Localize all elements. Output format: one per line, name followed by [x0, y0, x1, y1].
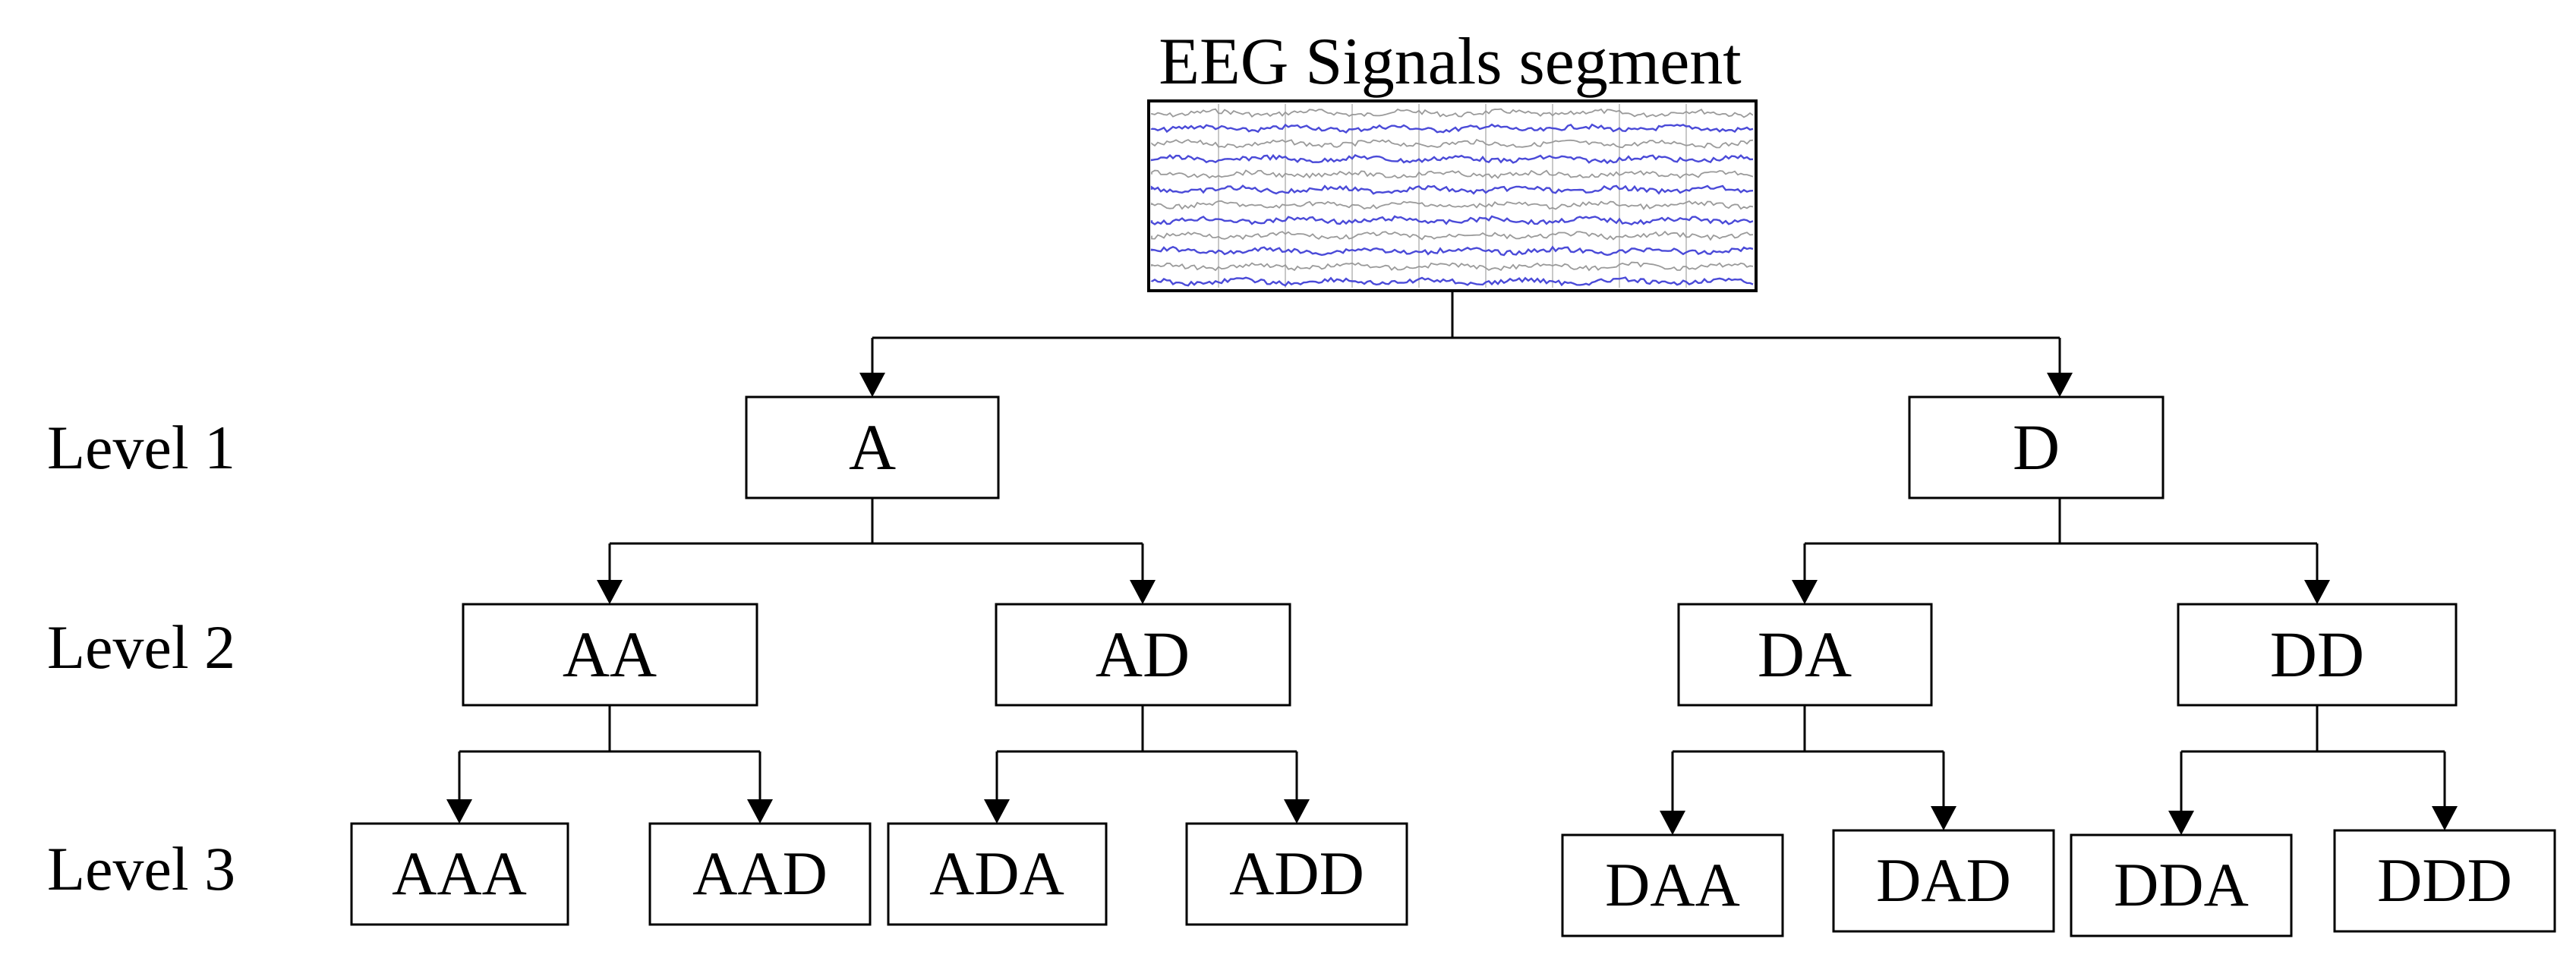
- svg-text:DA: DA: [1758, 618, 1852, 691]
- eeg-signal-image: [1147, 99, 1758, 292]
- svg-text:AAD: AAD: [692, 839, 828, 908]
- node-ad: AD: [995, 603, 1291, 707]
- eeg-trace: [1150, 184, 1754, 195]
- diagram-title: EEG Signals segment: [1159, 25, 1741, 99]
- arrowhead: [2047, 373, 2073, 397]
- arrowhead: [446, 799, 472, 824]
- arrowhead: [1792, 580, 1818, 604]
- node-d: D: [1908, 395, 2165, 499]
- svg-text:DD: DD: [2270, 618, 2364, 691]
- svg-text:AA: AA: [563, 618, 657, 691]
- svg-text:DDA: DDA: [2114, 850, 2249, 919]
- arrowhead: [984, 799, 1010, 824]
- arrowhead: [1660, 811, 1685, 835]
- node-dad: DAD: [1832, 829, 2055, 933]
- eeg-trace: [1151, 169, 1754, 179]
- svg-text:AAA: AAA: [392, 839, 527, 908]
- svg-text:DDD: DDD: [2377, 846, 2512, 915]
- svg-text:ADD: ADD: [1229, 839, 1364, 908]
- svg-text:DAD: DAD: [1876, 846, 2011, 915]
- arrowhead: [747, 799, 773, 824]
- node-add: ADD: [1185, 822, 1408, 926]
- tree-connectors: [446, 291, 2458, 835]
- svg-text:D: D: [2013, 411, 2060, 484]
- node-dda: DDA: [2070, 833, 2293, 937]
- eeg-trace: [1151, 108, 1754, 118]
- arrowhead: [2432, 806, 2458, 830]
- level-2-label: Level 2: [47, 613, 235, 682]
- node-aad: AAD: [648, 822, 872, 926]
- node-daa: DAA: [1561, 833, 1784, 937]
- eeg-trace: [1151, 200, 1754, 210]
- eeg-trace: [1151, 138, 1754, 149]
- svg-text:DAA: DAA: [1605, 850, 1740, 919]
- svg-text:ADA: ADA: [929, 839, 1064, 908]
- eeg-trace: [1150, 276, 1754, 287]
- arrowhead: [1130, 580, 1156, 604]
- node-a: A: [745, 395, 1000, 499]
- eeg-trace: [1151, 261, 1754, 272]
- eeg-trace: [1150, 245, 1754, 257]
- arrowhead: [2304, 580, 2330, 604]
- eeg-trace: [1150, 215, 1754, 225]
- level-1-label: Level 1: [47, 413, 235, 482]
- node-da: DA: [1677, 603, 1933, 707]
- arrowhead: [2168, 811, 2194, 835]
- arrowhead: [859, 373, 885, 397]
- node-ddd: DDD: [2333, 829, 2556, 933]
- node-aaa: AAA: [350, 822, 569, 926]
- svg-text:A: A: [849, 411, 896, 484]
- node-ada: ADA: [887, 822, 1108, 926]
- level-3-label: Level 3: [47, 834, 235, 903]
- eeg-trace: [1150, 123, 1754, 134]
- svg-text:AD: AD: [1096, 618, 1190, 691]
- arrowhead: [1931, 806, 1956, 830]
- eeg-trace: [1151, 230, 1754, 241]
- node-aa: AA: [462, 603, 758, 707]
- node-dd: DD: [2177, 603, 2458, 707]
- eeg-trace: [1150, 153, 1754, 165]
- arrowhead: [1284, 799, 1310, 824]
- arrowhead: [597, 580, 623, 604]
